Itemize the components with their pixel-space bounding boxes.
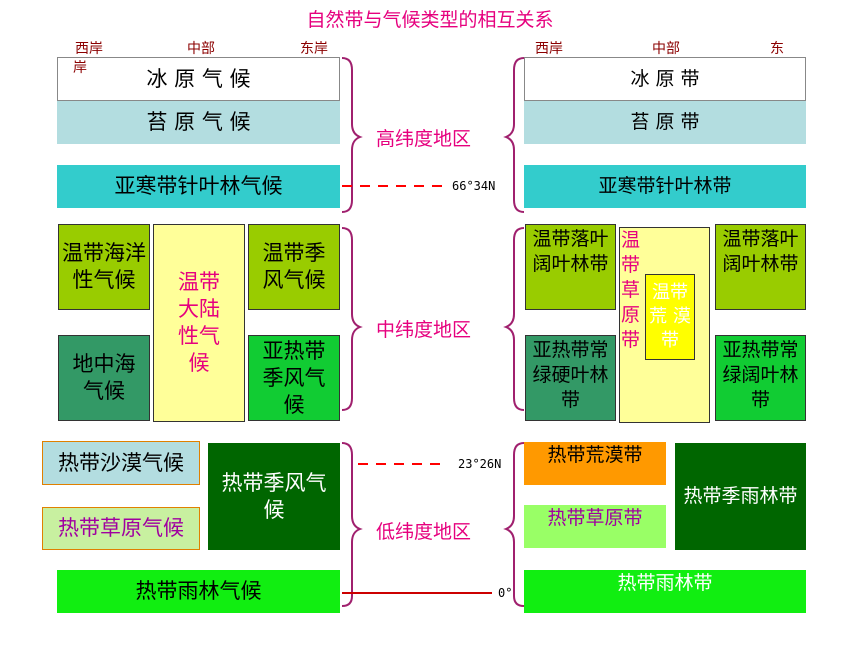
latitude-tropic: 23°26N [458, 457, 502, 471]
belt-tropical-rainforest: 热带雨林带 [524, 570, 806, 613]
belt-taiga: 亚寒带针叶林带 [524, 165, 806, 208]
climate-tropical-monsoon: 热带季风气候 [208, 443, 340, 550]
climate-tropical-desert-label: 热带沙漠气候 [58, 450, 184, 475]
climate-tropical-rainforest-label: 热带雨林气候 [135, 579, 262, 603]
left-brace-mid [341, 227, 363, 411]
belt-deciduous-east-label: 温带落叶阔叶林带 [722, 228, 799, 275]
climate-subarctic-label: 亚寒带针叶林气候 [114, 174, 283, 198]
belt-tundra: 苔 原 带 [524, 101, 806, 144]
climate-temperate-monsoon-label: 温带季风气候 [262, 241, 326, 292]
latitude-arctic: 66°34N [452, 179, 496, 193]
belt-deciduous-east: 温带落叶阔叶林带 [715, 224, 806, 310]
climate-tundra-label: 苔 原 气 候 [146, 110, 251, 134]
belt-tropical-desert: 热带荒漠带 [524, 442, 666, 485]
header-right-east: 东 [770, 41, 784, 57]
header-left-west-wrap: 岸 [73, 60, 87, 76]
climate-temperate-continental-label: 温带大陆性气候 [178, 270, 220, 375]
belt-tundra-label: 苔 原 带 [630, 111, 700, 133]
climate-temperate-continental: 温带大陆性气候 [153, 224, 245, 422]
belt-deciduous-west: 温带落叶阔叶林带 [525, 224, 616, 310]
climate-subtropical-monsoon-label: 亚热带季风气候 [262, 338, 326, 417]
belt-ice-cap-label: 冰 原 带 [630, 67, 700, 90]
belt-taiga-label: 亚寒带针叶林带 [598, 175, 732, 197]
header-right-west: 西岸 [535, 41, 563, 57]
climate-tropical-monsoon-label: 热带季风气候 [221, 470, 327, 522]
left-brace-low [341, 442, 363, 607]
left-brace-high [341, 57, 363, 213]
right-brace-high [503, 57, 525, 213]
belt-ice-cap: 冰 原 带 [524, 57, 806, 101]
belt-evergreen-broadleaf-label: 亚热带常绿阔叶林带 [722, 339, 799, 411]
header-left-middle: 中部 [187, 41, 215, 57]
header-left-west: 西岸 [75, 41, 103, 57]
climate-temperate-monsoon: 温带季风气候 [248, 224, 340, 310]
zone-mid-label: 中纬度地区 [376, 319, 472, 341]
belt-evergreen-broadleaf: 亚热带常绿阔叶林带 [715, 335, 806, 421]
belt-deciduous-west-label: 温带落叶阔叶林带 [532, 228, 609, 275]
climate-tundra: 苔 原 气 候 [57, 101, 340, 144]
right-brace-low [503, 442, 525, 607]
zone-low-label: 低纬度地区 [376, 521, 472, 543]
climate-tropical-savanna: 热带草原气候 [42, 507, 200, 550]
climate-ice-cap-label: 冰 原 气 候 [146, 66, 251, 91]
belt-temperate-grassland-label: 温带草原带 [621, 229, 641, 351]
climate-temperate-maritime: 温带海洋性气候 [58, 224, 150, 310]
diagram-title: 自然带与气候类型的相互关系 [306, 9, 554, 31]
climate-mediterranean: 地中海气候 [58, 335, 150, 421]
belt-tropical-desert-label: 热带荒漠带 [547, 444, 643, 466]
belt-sclerophyll: 亚热带常绿硬叶林带 [525, 335, 616, 421]
climate-tropical-rainforest: 热带雨林气候 [57, 570, 340, 613]
belt-temperate-desert-label: 温带荒 漠带 [649, 282, 691, 351]
climate-tropical-savanna-label: 热带草原气候 [58, 516, 184, 540]
belt-temperate-desert: 温带荒 漠带 [645, 274, 695, 360]
belt-tropical-rainforest-label: 热带雨林带 [617, 572, 713, 594]
belt-tropical-grassland: 热带草原带 [524, 505, 666, 548]
latitude-equator: 0° [498, 586, 513, 600]
header-right-middle: 中部 [652, 41, 680, 57]
belt-tropical-grassland-label: 热带草原带 [547, 507, 643, 529]
belt-sclerophyll-label: 亚热带常绿硬叶林带 [532, 339, 609, 411]
right-brace-mid [503, 227, 525, 411]
header-left-east: 东岸 [300, 41, 328, 57]
climate-subtropical-monsoon: 亚热带季风气候 [248, 335, 340, 421]
belt-tropical-monsoon-forest: 热带季雨林带 [675, 443, 806, 550]
climate-ice-cap: 冰 原 气 候 [57, 57, 340, 101]
climate-mediterranean-label: 地中海气候 [72, 352, 136, 403]
climate-temperate-maritime-label: 温带海洋性气候 [62, 241, 146, 292]
belt-tropical-monsoon-forest-label: 热带季雨林带 [683, 485, 798, 507]
zone-high-label: 高纬度地区 [376, 128, 472, 150]
climate-tropical-desert: 热带沙漠气候 [42, 441, 200, 485]
climate-subarctic: 亚寒带针叶林气候 [57, 165, 340, 208]
